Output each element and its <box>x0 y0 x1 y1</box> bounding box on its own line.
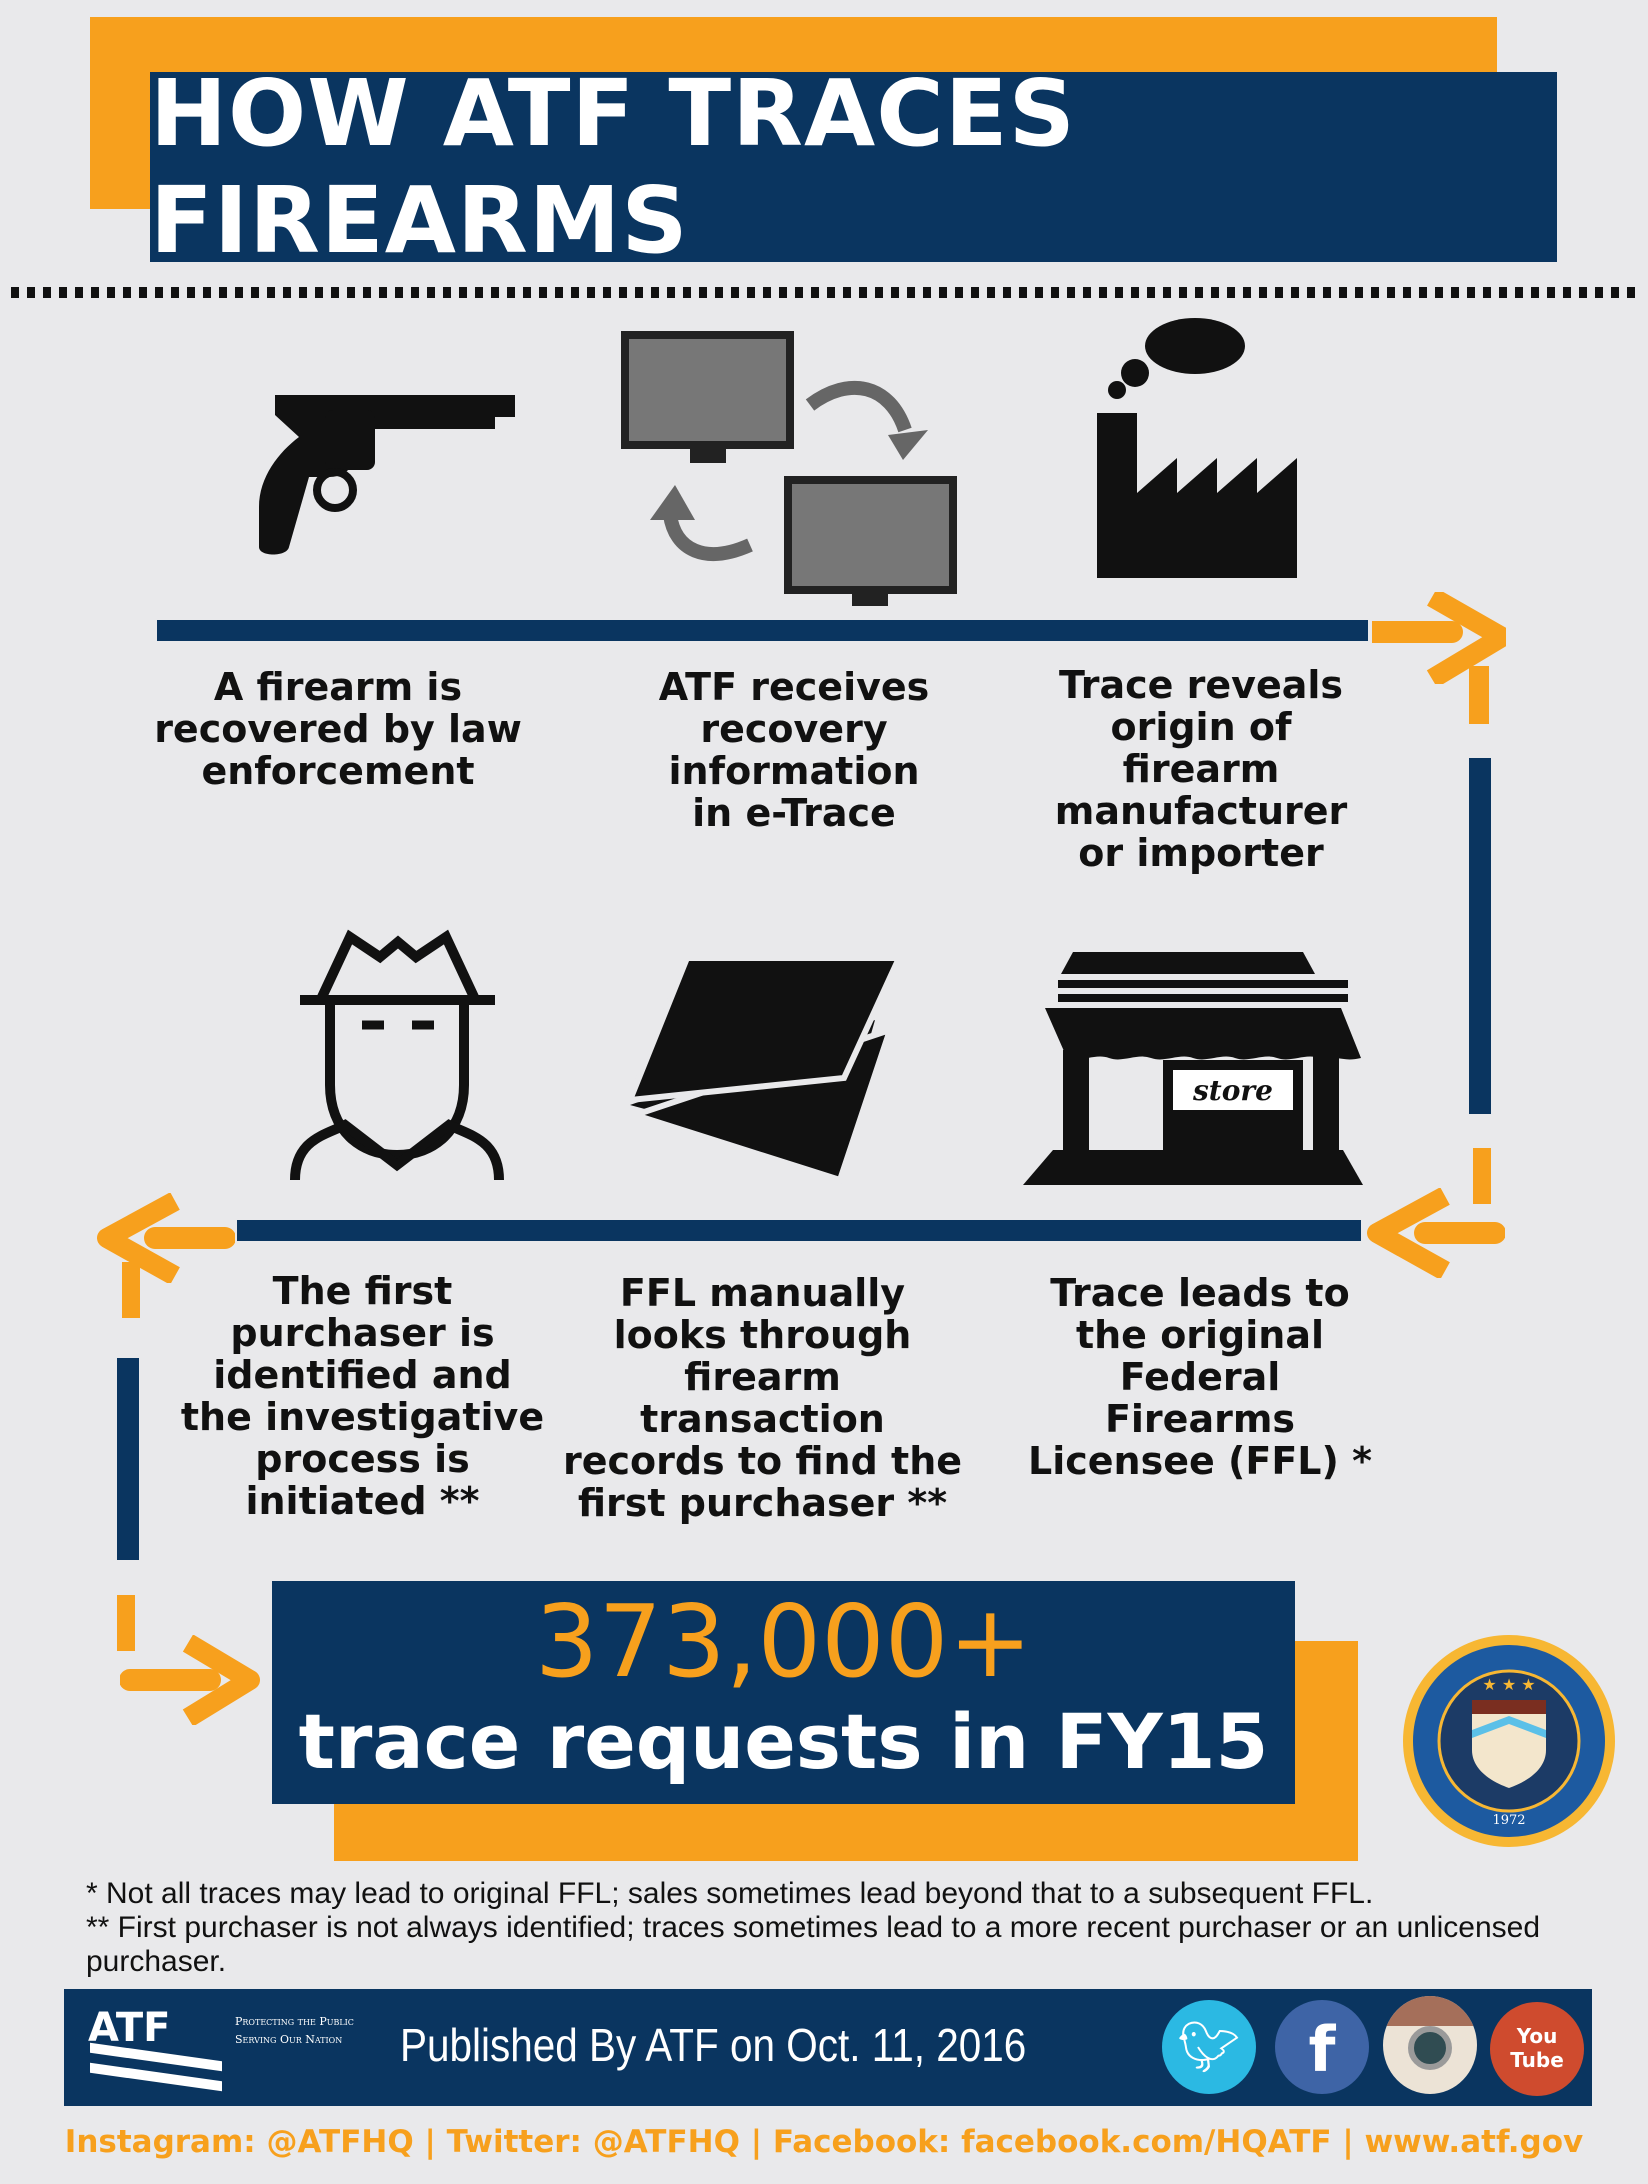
arrow-right-icon <box>120 1635 260 1725</box>
footnote: * Not all traces may lead to original FF… <box>86 1877 1374 1910</box>
connector-line <box>117 1358 139 1560</box>
arrow-left-icon <box>1367 1188 1505 1278</box>
connector-line <box>1469 758 1491 1114</box>
page-title: HOW ATF TRACES FIREARMS <box>150 60 1557 274</box>
facebook-icon[interactable]: f <box>1275 2000 1369 2094</box>
step-caption: FFL manually looks through firearm trans… <box>562 1271 963 1525</box>
instagram-icon[interactable] <box>1383 1996 1477 2094</box>
stat-number: 373,000+ <box>534 1583 1033 1700</box>
atf-logo: ATF <box>88 2005 171 2051</box>
atf-seal: 1972 ★ ★ ★ <box>1403 1635 1615 1847</box>
arrow-right-icon <box>1372 592 1506 684</box>
twitter-icon[interactable]: 🐦︎ <box>1162 2000 1256 2094</box>
store-icon: store <box>1023 952 1363 1185</box>
records-icon <box>625 955 904 1184</box>
footer-links[interactable]: Instagram: @ATFHQ | Twitter: @ATFHQ | Fa… <box>64 2124 1584 2160</box>
store-sign: store <box>1192 1074 1273 1107</box>
connector-dash <box>1473 1148 1491 1204</box>
dotted-divider <box>11 287 1641 298</box>
seal-year: 1972 <box>1492 1813 1525 1828</box>
stat-label: trace requests in FY15 <box>298 1697 1269 1786</box>
svg-text:★ ★ ★: ★ ★ ★ <box>1482 1675 1535 1694</box>
arrow-left-icon <box>97 1193 235 1283</box>
step-caption: ATF receives recovery information in e-T… <box>658 665 930 835</box>
step-caption: The first purchaser is identified and th… <box>180 1269 545 1523</box>
step-caption: A firearm is recovered by law enforcemen… <box>154 665 522 793</box>
person-icon <box>290 929 504 1181</box>
timeline-bottom <box>237 1220 1361 1241</box>
published-date: Published By ATF on Oct. 11, 2016 <box>400 2019 1027 2071</box>
stat-box: 373,000+ trace requests in FY15 <box>272 1581 1295 1804</box>
step-caption: Trace reveals origin of firearm manufact… <box>1054 663 1348 875</box>
step-caption: Trace leads to the original Federal Fire… <box>1028 1271 1372 1483</box>
computers-exchange-icon <box>621 331 957 606</box>
tagline: Serving Our Nation <box>235 2033 343 2046</box>
revolver-icon <box>259 395 515 555</box>
footnote: ** First purchaser is not always identif… <box>86 1911 1541 1978</box>
connector-dash <box>117 1595 135 1651</box>
tagline: Protecting the Public <box>235 2015 354 2028</box>
connector-dash <box>122 1262 140 1318</box>
connector-dash <box>1469 666 1489 724</box>
timeline-top <box>157 620 1368 641</box>
factory-icon <box>1097 318 1297 578</box>
